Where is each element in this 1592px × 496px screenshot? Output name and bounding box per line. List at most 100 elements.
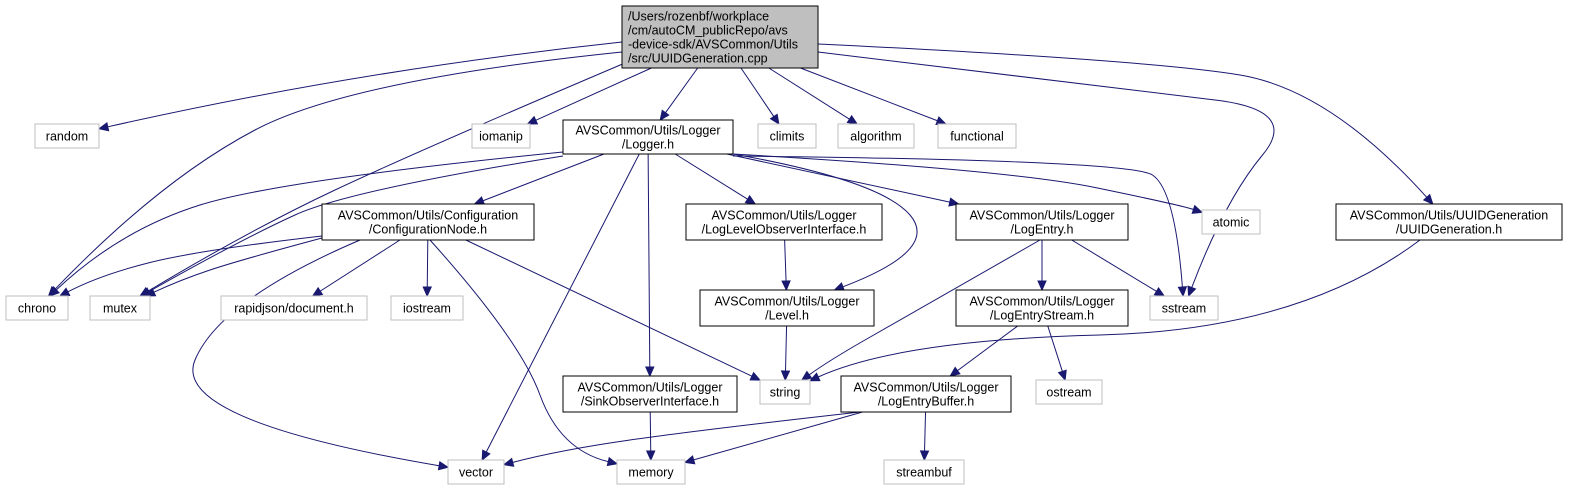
node-mutex: mutex	[89, 295, 151, 321]
edge-logger-to-sinkobs	[647, 153, 651, 368]
arrowhead-root-to-algorithm	[846, 114, 859, 125]
edge-root-to-functional	[800, 67, 938, 122]
node-level[interactable]: AVSCommon/Utils/Logger/Level.h	[699, 289, 875, 327]
edges-layer	[47, 41, 1434, 471]
edge-logger-to-mutex	[148, 155, 564, 292]
node-label-algorithm-line-0: algorithm	[850, 130, 901, 144]
node-box-random	[34, 123, 100, 149]
node-label-streambuf-line-0: streambuf	[896, 466, 952, 480]
arrowhead-root-to-uuidh	[1422, 193, 1434, 205]
edge-logger-to-logentry	[726, 153, 950, 203]
edge-logentry-to-sstream	[1071, 239, 1157, 292]
edge-sinkobs-to-memory	[649, 411, 652, 452]
node-label-vector-line-0: vector	[459, 466, 493, 480]
arrowhead-root-to-functional	[935, 116, 947, 126]
node-label-random-line-0: random	[46, 130, 88, 144]
arrowhead-confnode-to-iostream	[422, 286, 433, 298]
node-chrono: chrono	[5, 295, 69, 321]
edge-root-to-iomanip	[535, 67, 652, 121]
node-random: random	[34, 123, 100, 149]
node-label-root-line-1: /cm/autoCM_publicRepo/avs	[628, 24, 788, 38]
node-box-confnode	[321, 203, 535, 241]
edge-root-to-algorithm	[768, 67, 850, 120]
edge-confnode-to-string	[465, 239, 753, 377]
node-label-level-line-0: AVSCommon/Utils/Logger	[715, 295, 860, 309]
node-confnode[interactable]: AVSCommon/Utils/Configuration/Configurat…	[321, 203, 535, 241]
node-label-memory-line-0: memory	[628, 466, 674, 480]
arrowhead-logger-to-loglevelobs	[744, 194, 757, 205]
edge-level-to-string	[785, 325, 788, 372]
node-functional: functional	[937, 123, 1017, 149]
arrowhead-logentrystream-to-logentrybuffer	[949, 366, 961, 377]
node-label-logentrystream-line-0: AVSCommon/Utils/Logger	[970, 295, 1115, 309]
node-label-iomanip-line-0: iomanip	[479, 130, 523, 144]
node-box-iomanip	[471, 123, 531, 149]
node-label-root-line-0: /Users/rozenbf/workplace	[628, 10, 769, 24]
node-loglevelobs[interactable]: AVSCommon/Utils/Logger/LogLevelObserverI…	[685, 203, 883, 241]
edge-logentrybuffer-to-memory	[693, 411, 863, 461]
node-label-ostream-line-0: ostream	[1046, 386, 1091, 400]
node-label-logentry-line-1: /LogEntry.h	[1010, 223, 1073, 237]
node-sinkobs[interactable]: AVSCommon/Utils/Logger/SinkObserverInter…	[562, 375, 738, 413]
node-box-logentry	[955, 203, 1129, 241]
node-label-atomic-line-0: atomic	[1213, 216, 1250, 230]
node-label-loglevelobs-line-1: /LogLevelObserverInterface.h	[702, 223, 867, 237]
edge-logentrybuffer-to-vector	[512, 411, 861, 463]
arrowhead-confnode-to-string	[749, 371, 762, 381]
arrowhead-uuidh-to-string	[808, 372, 821, 382]
node-label-sinkobs-line-0: AVSCommon/Utils/Logger	[578, 381, 723, 395]
node-label-logentrybuffer-line-1: /LogEntryBuffer.h	[878, 395, 974, 409]
node-box-string	[759, 379, 811, 405]
node-box-vector	[447, 459, 505, 485]
node-climits: climits	[757, 123, 817, 149]
node-label-climits-line-0: climits	[770, 130, 805, 144]
arrowhead-logentry-to-logentrystream	[1037, 280, 1047, 292]
edge-root-to-climits	[740, 67, 775, 117]
node-ostream: ostream	[1035, 379, 1103, 405]
arrowhead-logger-to-sinkobs	[645, 366, 655, 378]
node-box-uuidh	[1335, 203, 1563, 241]
node-uuidh[interactable]: AVSCommon/Utils/UUIDGeneration/UUIDGener…	[1335, 203, 1563, 241]
edge-logger-to-loglevelobs	[674, 153, 748, 200]
edge-confnode-to-rapidjson	[320, 239, 401, 292]
arrowhead-logger-to-confnode	[473, 196, 486, 206]
node-label-logentrybuffer-line-0: AVSCommon/Utils/Logger	[854, 381, 999, 395]
edge-root-to-mutex	[147, 59, 633, 292]
node-label-confnode-line-1: /ConfigurationNode.h	[369, 223, 487, 237]
node-logentry[interactable]: AVSCommon/Utils/Logger/LogEntry.h	[955, 203, 1129, 241]
arrowhead-logger-to-vector	[481, 449, 491, 462]
node-memory: memory	[616, 459, 686, 485]
arrowhead-confnode-to-memory	[606, 456, 619, 467]
node-string: string	[759, 379, 811, 405]
node-label-logentry-line-0: AVSCommon/Utils/Logger	[970, 209, 1115, 223]
node-label-functional-line-0: functional	[950, 130, 1004, 144]
arrowhead-logger-to-chrono	[48, 286, 60, 297]
edge-logentrystream-to-ostream	[1047, 325, 1063, 372]
edge-loglevelobs-to-level	[784, 239, 787, 282]
edge-confnode-to-chrono	[67, 235, 323, 293]
node-box-root	[621, 5, 819, 69]
arrowhead-confnode-to-mutex	[144, 287, 157, 297]
node-logentrystream[interactable]: AVSCommon/Utils/Logger/LogEntryStream.h	[955, 289, 1129, 327]
node-label-logger-line-0: AVSCommon/Utils/Logger	[576, 124, 721, 138]
node-logentrybuffer[interactable]: AVSCommon/Utils/Logger/LogEntryBuffer.h	[840, 375, 1012, 413]
node-streambuf: streambuf	[883, 459, 965, 485]
arrowhead-root-to-sstream	[1187, 285, 1197, 298]
edge-root-to-sstream	[817, 51, 1275, 288]
edge-logger-to-atomic	[732, 153, 1194, 210]
node-root[interactable]: /Users/rozenbf/workplace/cm/autoCM_publi…	[621, 5, 819, 69]
node-box-sinkobs	[562, 375, 738, 413]
nodes-layer: /Users/rozenbf/workplace/cm/autoCM_publi…	[5, 5, 1563, 485]
edge-root-to-logger	[665, 67, 699, 113]
node-box-logentrystream	[955, 289, 1129, 327]
arrowhead-logentrystream-to-ostream	[1057, 369, 1067, 382]
node-label-uuidh-line-1: /UUIDGeneration.h	[1396, 223, 1502, 237]
arrowhead-sinkobs-to-memory	[645, 450, 656, 462]
arrowhead-logentrybuffer-to-vector	[502, 457, 515, 467]
node-iomanip: iomanip	[471, 123, 531, 149]
arrowhead-level-to-string	[780, 370, 791, 382]
node-box-logentrybuffer	[840, 375, 1012, 413]
arrowhead-root-to-iomanip	[526, 115, 539, 125]
node-label-logger-line-1: /Logger.h	[622, 138, 674, 152]
node-logger[interactable]: AVSCommon/Utils/Logger/Logger.h	[562, 119, 734, 155]
